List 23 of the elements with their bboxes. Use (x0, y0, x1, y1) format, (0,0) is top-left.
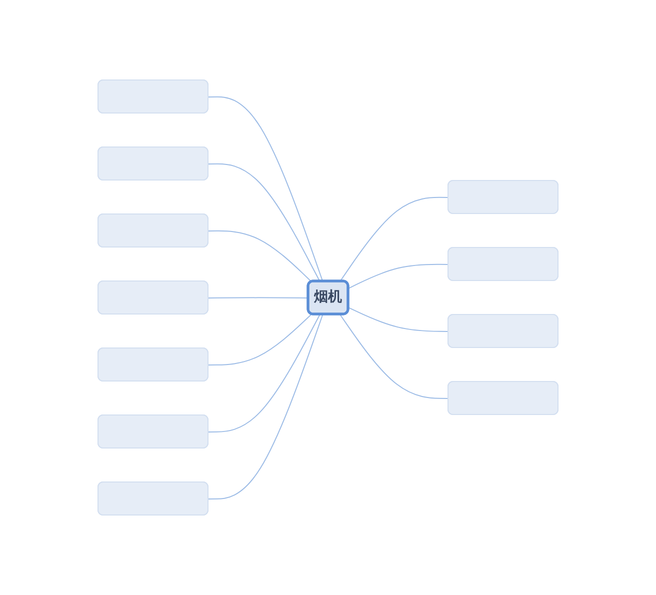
branch-line (208, 314, 324, 500)
branch-topic-box (98, 348, 208, 382)
branch-topic-box (448, 180, 558, 214)
branch-line (208, 96, 324, 282)
branch-topic-box (448, 247, 558, 281)
branch-line (208, 314, 320, 432)
branch-topic-box (98, 146, 208, 180)
branch-line (208, 314, 312, 366)
branch-line (208, 230, 312, 282)
central-topic-box: 烟机 (306, 280, 350, 316)
branch-topic-box (448, 381, 558, 415)
branch-line (340, 196, 449, 282)
branch-line (348, 307, 449, 332)
branch-topic-box (98, 214, 208, 248)
branch-line (340, 314, 449, 399)
branch-line (348, 264, 449, 289)
branch-line (208, 163, 320, 282)
branch-topic-box (98, 280, 208, 314)
branch-topic-box (98, 80, 208, 114)
branch-topic-box (98, 414, 208, 448)
branch-topic-box (448, 314, 558, 348)
branch-line (208, 297, 309, 298)
branch-topic-box (98, 482, 208, 516)
